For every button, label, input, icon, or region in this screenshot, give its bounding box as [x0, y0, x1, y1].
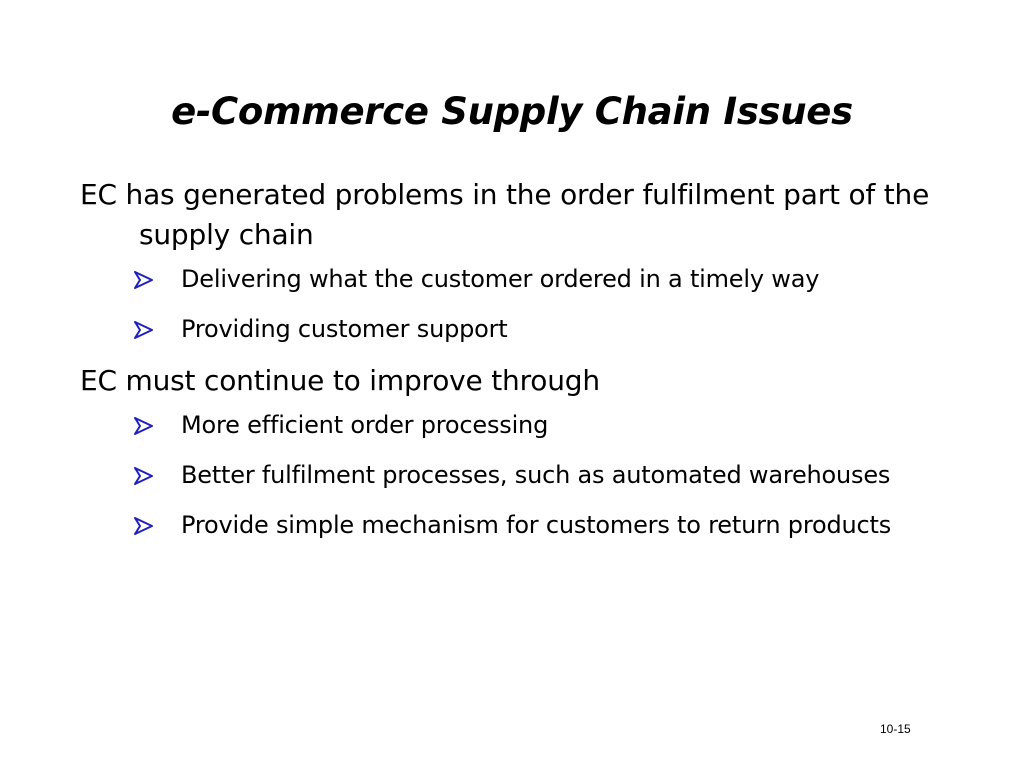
- sub-bullet-item: Provide simple mechanism for customers t…: [80, 507, 960, 543]
- arrowhead-bullet-icon: [134, 517, 153, 535]
- sub-bullet-text: Delivering what the customer ordered in …: [181, 265, 820, 293]
- sub-bullet-item: Delivering what the customer ordered in …: [80, 261, 960, 297]
- sub-bullet-text: Better fulfilment processes, such as aut…: [181, 461, 891, 489]
- sub-bullet-text: Provide simple mechanism for customers t…: [181, 511, 891, 539]
- sub-bullet-item: Better fulfilment processes, such as aut…: [80, 457, 960, 493]
- sub-bullet-item: More efficient order processing: [80, 407, 960, 443]
- sub-bullet-text: Providing customer support: [181, 315, 508, 343]
- slide-title: e-Commerce Supply Chain Issues: [171, 90, 853, 133]
- sub-bullet-list: Delivering what the customer ordered in …: [80, 261, 960, 347]
- arrowhead-bullet-icon: [134, 467, 153, 485]
- sub-bullet-text: More efficient order processing: [181, 411, 549, 439]
- arrowhead-bullet-icon: [134, 417, 153, 435]
- page-number: 10-15: [880, 722, 911, 736]
- sub-bullet-item: Providing customer support: [80, 311, 960, 347]
- bullet-level1: EC has generated problems in the order f…: [80, 178, 930, 251]
- slide-content: EC has generated problems in the order f…: [80, 175, 960, 557]
- sub-bullet-list: More efficient order processing Better f…: [80, 407, 960, 543]
- bullet-level1: EC must continue to improve through: [80, 364, 600, 397]
- arrowhead-bullet-icon: [134, 321, 153, 339]
- arrowhead-bullet-icon: [134, 271, 153, 289]
